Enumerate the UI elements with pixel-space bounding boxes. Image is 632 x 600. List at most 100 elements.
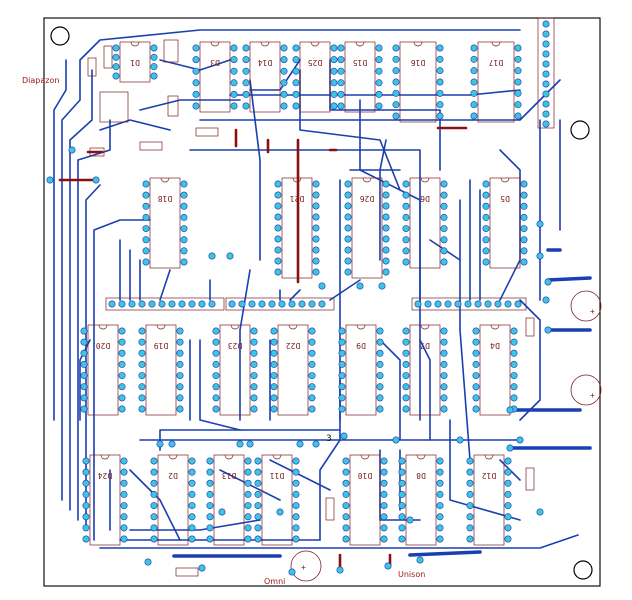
ic-pin-pad — [244, 490, 252, 498]
connector-pad — [542, 80, 550, 88]
ic-ref-label: D16 — [411, 58, 426, 67]
ic-pin-pad — [206, 502, 214, 510]
ic-pin-pad — [230, 102, 238, 110]
copper-trace — [269, 459, 331, 491]
ic-pin-pad — [308, 338, 316, 346]
via-pad — [416, 556, 424, 564]
ic-pin-pad — [150, 479, 158, 487]
header-pad — [278, 300, 286, 308]
via-pad — [318, 282, 326, 290]
ic-pin-pad — [212, 338, 220, 346]
ic-pin-pad — [138, 360, 146, 368]
ic-pin-pad — [520, 180, 528, 188]
via-pad — [288, 568, 296, 576]
ic-pin-pad — [510, 349, 518, 357]
ic-pin-pad — [188, 490, 196, 498]
ic-pin-pad — [382, 180, 390, 188]
ic-pin-pad — [150, 44, 158, 52]
ic-ref-label: D11 — [270, 471, 285, 480]
ic-pin-pad — [120, 524, 128, 532]
ic-d16: D16 — [399, 41, 437, 123]
header-pad — [454, 300, 462, 308]
copper-trace — [329, 279, 361, 301]
ic-pin-pad — [82, 513, 90, 521]
ic-ref-label: D1 — [130, 58, 140, 67]
ic-pin-pad — [472, 327, 480, 335]
ic-pin-pad — [150, 524, 158, 532]
header-pad — [178, 300, 186, 308]
ic-pin-pad — [142, 202, 150, 210]
ic-pin-pad — [402, 236, 410, 244]
ic-pin-pad — [254, 468, 262, 476]
via-pad — [276, 508, 284, 516]
ic-pin-pad — [398, 502, 406, 510]
ic-pin-pad — [312, 268, 320, 276]
ic-pin-pad — [338, 405, 346, 413]
ic-pin-pad — [206, 490, 214, 498]
ic-pin-pad — [292, 90, 300, 98]
header-pad — [198, 300, 206, 308]
ic-pin-pad — [242, 44, 250, 52]
ic-d20: D20 — [87, 324, 119, 416]
ic-pin-pad — [254, 513, 262, 521]
ic-pin-pad — [180, 180, 188, 188]
ic-ref-label: D12 — [482, 471, 497, 480]
ic-pin-pad — [176, 372, 184, 380]
ic-pin-pad — [192, 90, 200, 98]
ic-pin-pad — [292, 56, 300, 64]
copper-trace — [449, 419, 521, 521]
connector-pad — [542, 50, 550, 58]
ic-pin-pad — [118, 372, 126, 380]
connector-pad — [542, 90, 550, 98]
ic-pin-pad — [436, 513, 444, 521]
ic-pin-pad — [466, 513, 474, 521]
ic-pin-pad — [440, 349, 448, 357]
ic-pin-pad — [376, 349, 384, 357]
via-pad — [392, 436, 400, 444]
ic-pin-pad — [342, 524, 350, 532]
ic-pin-pad — [292, 513, 300, 521]
ic-pin-pad — [150, 502, 158, 510]
header-pad — [268, 300, 276, 308]
ic-ref-label: D19 — [154, 341, 169, 350]
ic-pin-pad — [470, 78, 478, 86]
ic-pin-pad — [392, 78, 400, 86]
header-strip-left — [105, 297, 225, 311]
ic-pin-pad — [337, 44, 345, 52]
via-pad — [246, 440, 254, 448]
svg-text:+: + — [301, 563, 306, 572]
via-pad — [544, 278, 552, 286]
header-pad — [158, 300, 166, 308]
header-pad — [138, 300, 146, 308]
mounting-hole-bottom-right — [573, 560, 593, 580]
ic-pin-pad — [254, 490, 262, 498]
ic-ref-label: D13 — [222, 471, 237, 480]
ic-pin-pad — [142, 213, 150, 221]
ic-d4: D4 — [479, 324, 511, 416]
ic-pin-pad — [150, 490, 158, 498]
header-pad — [208, 300, 216, 308]
ic-pin-pad — [436, 67, 444, 75]
copper-trace — [229, 89, 521, 96]
copper-trace — [379, 339, 401, 441]
ic-pin-pad — [80, 327, 88, 335]
ic-pin-pad — [180, 191, 188, 199]
ic-pin-pad — [308, 405, 316, 413]
ic-pin-pad — [118, 405, 126, 413]
ic-pin-pad — [520, 247, 528, 255]
ic-pin-pad — [402, 349, 410, 357]
header-pad — [118, 300, 126, 308]
ic-pin-pad — [337, 56, 345, 64]
ic-pin-pad — [337, 79, 345, 87]
ic-pin-pad — [440, 247, 448, 255]
ic-ref-label: D18 — [158, 194, 173, 203]
header-pad — [424, 300, 432, 308]
ic-pin-pad — [330, 44, 338, 52]
ic-pin-pad — [337, 90, 345, 98]
header-pad — [248, 300, 256, 308]
ic-pin-pad — [312, 224, 320, 232]
via-pad — [356, 282, 364, 290]
ic-d3: D3 — [199, 41, 231, 113]
ic-pin-pad — [440, 202, 448, 210]
ic-pin-pad — [176, 394, 184, 402]
